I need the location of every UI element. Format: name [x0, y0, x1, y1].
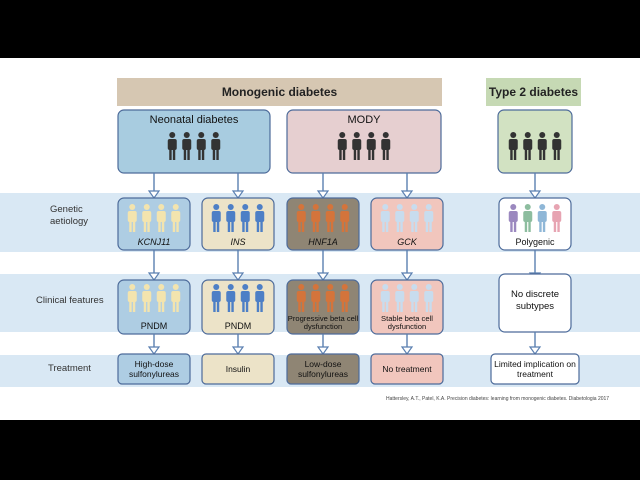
- slide: Monogenic diabetes Type 2 diabetes Neona…: [0, 58, 640, 420]
- person-icon: [395, 284, 405, 312]
- person-icon: [337, 132, 347, 160]
- person-icon: [340, 204, 350, 232]
- mody-group-box: [286, 109, 442, 174]
- gene-label: INS: [230, 237, 246, 247]
- person-icon: [508, 204, 518, 232]
- person-icon: [523, 132, 533, 160]
- arrow-head: [147, 346, 161, 356]
- clinical-label: Progressive beta cell dysfunction: [287, 313, 359, 331]
- person-icon: [395, 204, 405, 232]
- person-icon: [240, 204, 250, 232]
- person-icon: [366, 132, 376, 160]
- person-icon: [340, 284, 350, 312]
- person-icon: [156, 204, 166, 232]
- treatment-box: [117, 353, 191, 385]
- person-icon: [127, 284, 137, 312]
- gene-label: KCNJ11: [137, 237, 171, 247]
- person-icon: [552, 204, 562, 232]
- person-icon: [296, 284, 306, 312]
- diagram-canvas: [0, 78, 640, 387]
- treatment-box: [370, 353, 444, 385]
- row-label-treatment: Treatment: [48, 363, 91, 374]
- person-icon: [255, 204, 265, 232]
- arrow-head: [316, 272, 330, 282]
- person-icon: [352, 132, 362, 160]
- person-icon: [508, 132, 518, 160]
- person-icon: [171, 204, 181, 232]
- arrow-head: [316, 190, 330, 200]
- person-icon: [325, 284, 335, 312]
- gene-label: Polygenic: [515, 237, 555, 247]
- row-label-genetic: Genetic aetiology: [50, 204, 89, 227]
- clinical-label: PNDM: [140, 321, 168, 331]
- treatment-box: [286, 353, 360, 385]
- person-icon: [296, 204, 306, 232]
- citation: Hattersley, A.T., Patel, K.A. Precision …: [386, 396, 610, 402]
- treatment-box: [490, 353, 580, 385]
- person-icon: [552, 132, 562, 160]
- arrow-head: [316, 346, 330, 356]
- treatment-label: High-dose sulfonylureas: [128, 359, 180, 379]
- person-icon: [424, 204, 434, 232]
- person-icon: [311, 284, 321, 312]
- person-icon: [171, 284, 181, 312]
- person-icon: [127, 204, 137, 232]
- clinical-label: No discrete subtypes: [510, 289, 560, 312]
- header-monogenic: Monogenic diabetes: [221, 85, 338, 99]
- gene-label: GCK: [397, 237, 417, 247]
- arrow-head: [231, 272, 245, 282]
- person-icon: [142, 204, 152, 232]
- header-type2: Type 2 diabetes: [488, 85, 579, 99]
- person-icon: [240, 284, 250, 312]
- row-label-clinical: Clinical features: [36, 295, 104, 306]
- person-icon: [211, 284, 221, 312]
- person-icon: [409, 284, 419, 312]
- group-mody-label: MODY: [347, 114, 381, 126]
- person-icon: [142, 284, 152, 312]
- person-icon: [424, 284, 434, 312]
- gene-label: HNF1A: [308, 237, 338, 247]
- header-type2-box: [486, 78, 581, 106]
- treatment-label: Limited implication on treatment: [494, 359, 576, 379]
- person-icon: [325, 204, 335, 232]
- treatment-label: Low-dose sulfonylureas: [297, 359, 349, 379]
- person-icon: [523, 204, 533, 232]
- arrow-head: [231, 346, 245, 356]
- person-icon: [380, 204, 390, 232]
- person-icon: [156, 284, 166, 312]
- arrow-head: [528, 346, 542, 356]
- person-icon: [211, 204, 221, 232]
- treatment-box: [201, 353, 275, 385]
- clinical-label: Stable beta cell dysfunction: [381, 313, 433, 331]
- person-icon: [537, 132, 547, 160]
- arrow-head: [147, 190, 161, 200]
- person-icon: [196, 132, 206, 160]
- arrow-head: [528, 190, 542, 200]
- person-icon: [167, 132, 177, 160]
- group-neonatal-label: Neonatal diabetes: [149, 114, 239, 126]
- person-icon: [182, 132, 192, 160]
- person-icon: [226, 284, 236, 312]
- person-icon: [537, 204, 547, 232]
- person-icon: [311, 204, 321, 232]
- arrow-head: [400, 346, 414, 356]
- neonatal-group-box: [117, 109, 271, 174]
- person-icon: [380, 284, 390, 312]
- person-icon: [381, 132, 391, 160]
- arrow-head: [147, 272, 161, 282]
- header-monogenic-box: [117, 78, 442, 106]
- arrow-head: [231, 190, 245, 200]
- treatment-label: No treatment: [382, 364, 432, 374]
- clinical-label: PNDM: [224, 321, 252, 331]
- treatment-label: Insulin: [225, 364, 251, 374]
- person-icon: [211, 132, 221, 160]
- arrow-head: [400, 272, 414, 282]
- person-icon: [255, 284, 265, 312]
- person-icon: [409, 204, 419, 232]
- arrow-head: [400, 190, 414, 200]
- person-icon: [226, 204, 236, 232]
